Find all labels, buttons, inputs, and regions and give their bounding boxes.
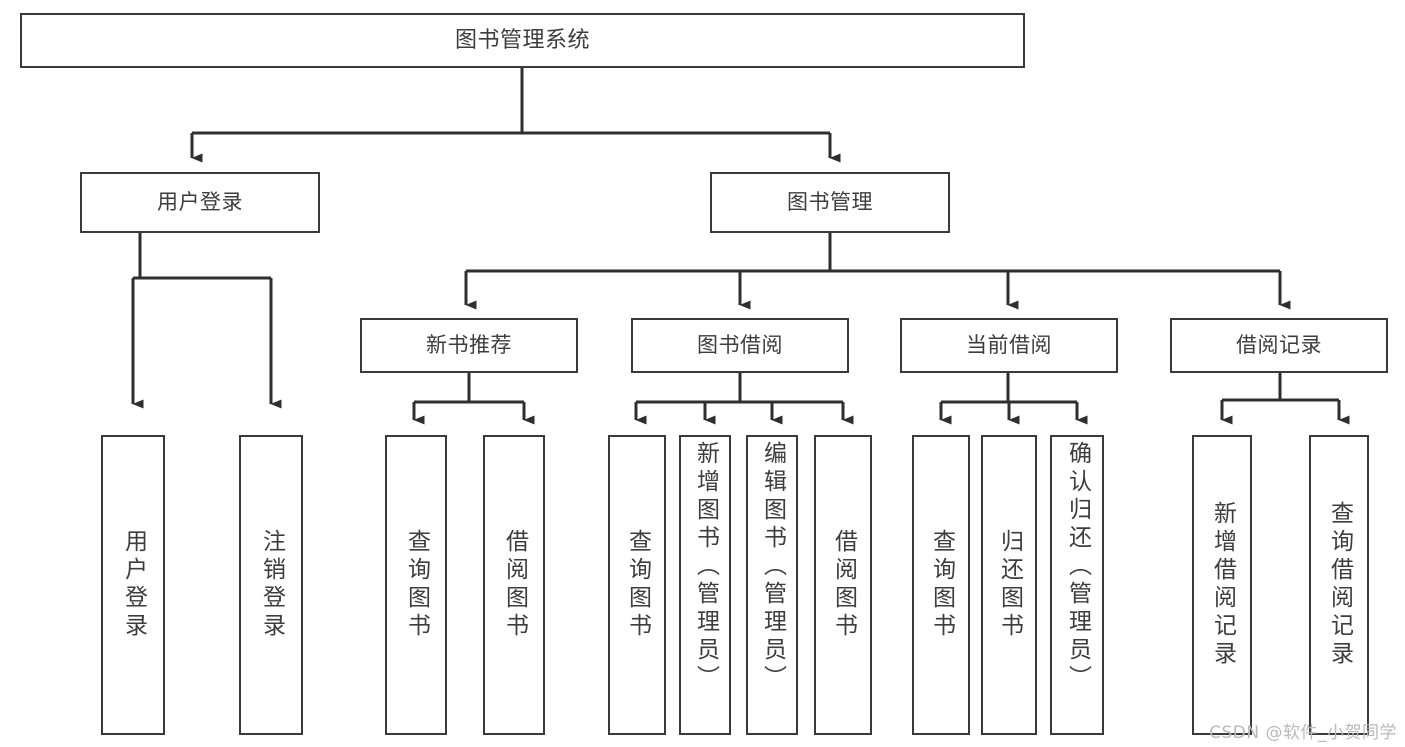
node-label: 确认归还（管理员） bbox=[1064, 441, 1091, 693]
node-label: 新增图书（管理员） bbox=[692, 441, 719, 693]
leaf-new-book-borrow[interactable]: 借阅图书 bbox=[483, 435, 545, 735]
leaf-current-borrow-query[interactable]: 查询图书 bbox=[912, 435, 970, 735]
node-label: 归还图书 bbox=[996, 529, 1023, 641]
node-label: 图书管理 bbox=[787, 190, 873, 215]
node-book-borrow[interactable]: 图书借阅 bbox=[631, 318, 849, 373]
leaf-book-borrow-borrow[interactable]: 借阅图书 bbox=[814, 435, 872, 735]
leaf-current-borrow-return[interactable]: 归还图书 bbox=[981, 435, 1037, 735]
node-label: 借阅图书 bbox=[830, 529, 857, 641]
node-label: 用户登录 bbox=[157, 190, 243, 215]
node-book-management[interactable]: 图书管理 bbox=[710, 172, 950, 233]
node-label: 用户登录 bbox=[120, 529, 147, 641]
node-new-book-recommend[interactable]: 新书推荐 bbox=[360, 318, 578, 373]
node-label: 当前借阅 bbox=[966, 333, 1052, 358]
node-label: 新书推荐 bbox=[426, 333, 512, 358]
node-label: 新增借阅记录 bbox=[1209, 501, 1236, 669]
node-current-borrow[interactable]: 当前借阅 bbox=[900, 318, 1118, 373]
watermark-text: CSDN @软件_小贺同学 bbox=[1209, 723, 1397, 743]
leaf-user-login-login[interactable]: 用户登录 bbox=[101, 435, 165, 735]
leaf-current-borrow-confirm-return[interactable]: 确认归还（管理员） bbox=[1050, 435, 1104, 735]
node-label: 注销登录 bbox=[258, 529, 285, 641]
node-label: 图书借阅 bbox=[697, 333, 783, 358]
leaf-borrow-record-add[interactable]: 新增借阅记录 bbox=[1192, 435, 1252, 735]
node-label: 编辑图书（管理员） bbox=[759, 441, 786, 693]
leaf-user-login-logout[interactable]: 注销登录 bbox=[239, 435, 303, 735]
node-borrow-record[interactable]: 借阅记录 bbox=[1170, 318, 1388, 373]
node-label: 查询图书 bbox=[928, 529, 955, 641]
node-label: 借阅图书 bbox=[501, 529, 528, 641]
leaf-book-borrow-query[interactable]: 查询图书 bbox=[608, 435, 666, 735]
leaf-borrow-record-query[interactable]: 查询借阅记录 bbox=[1309, 435, 1369, 735]
leaf-new-book-query[interactable]: 查询图书 bbox=[385, 435, 447, 735]
node-label: 图书管理系统 bbox=[454, 27, 590, 53]
node-user-login[interactable]: 用户登录 bbox=[80, 172, 320, 233]
node-label: 借阅记录 bbox=[1236, 333, 1322, 358]
node-root-system[interactable]: 图书管理系统 bbox=[20, 13, 1025, 68]
node-label: 查询图书 bbox=[403, 529, 430, 641]
node-label: 查询图书 bbox=[624, 529, 651, 641]
leaf-book-borrow-edit[interactable]: 编辑图书（管理员） bbox=[746, 435, 798, 735]
leaf-book-borrow-add[interactable]: 新增图书（管理员） bbox=[679, 435, 731, 735]
node-label: 查询借阅记录 bbox=[1326, 501, 1353, 669]
